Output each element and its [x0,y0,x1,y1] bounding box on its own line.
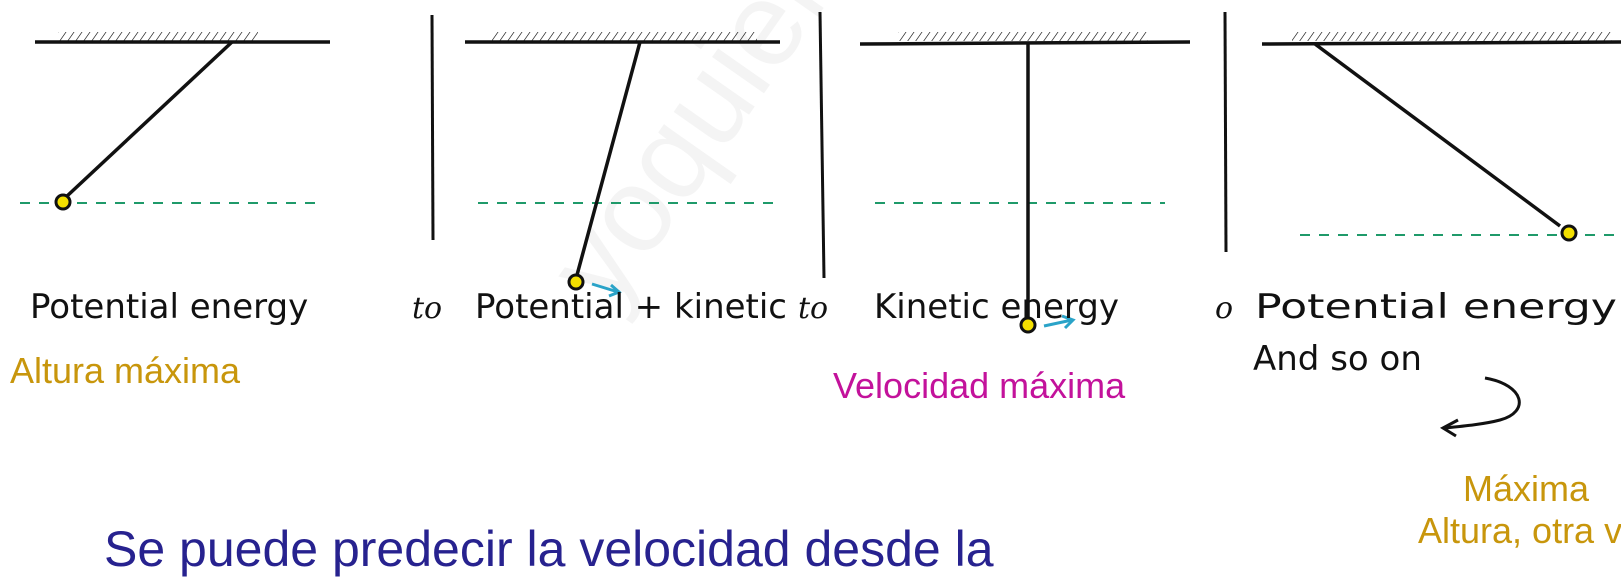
maxima-line-2: Altura, otra vez [1418,510,1621,551]
altura-maxima-label: Altura máxima [10,350,241,391]
pendulum-string [64,40,234,199]
panel-divider [818,11,826,279]
panel-4-note: And so on [1253,339,1422,379]
ceiling-hatch [898,32,1148,41]
pendulum-string [575,41,642,276]
ceiling-hatch [1292,32,1612,41]
curved-arrow-icon [1439,376,1521,438]
panel-divider [1223,11,1228,253]
panel-1 [20,32,330,211]
panel-3-prefix: to [798,291,828,326]
ceiling-line [859,40,1191,46]
panel-4-energy-label: Potential energy [1255,287,1617,327]
velocidad-maxima-label: Velocidad máxima [833,365,1126,406]
panel-2-energy-label: Potential + kinetic [475,287,787,327]
panel-4 [1261,32,1621,438]
motion-arrow-icon [591,282,622,298]
ceiling-hatch [58,32,258,41]
maxima-altura-label: Máxima Altura, otra vez [1418,468,1621,552]
panel-3 [859,32,1191,334]
panel-2 [465,32,780,298]
bottom-statement: Se puede predecir la velocidad desde la [104,521,994,577]
panel-3-energy-label: Kinetic energy [874,287,1119,327]
panel-divider [430,14,435,241]
pendulum-bob [1560,224,1578,242]
panel-1-energy-label: Potential energy [30,287,308,327]
motion-arrow-icon [1043,314,1076,330]
pendulum-string [1313,42,1562,228]
pendulum-bob [54,193,72,211]
ceiling-line [1261,40,1621,46]
pendulum-bob [567,273,585,291]
panel-4-prefix: o [1215,291,1233,326]
ceiling-hatch [492,32,757,41]
panel-2-prefix: to [412,291,442,326]
pendulum-bob [1019,316,1037,334]
maxima-line-1: Máxima [1462,468,1590,509]
